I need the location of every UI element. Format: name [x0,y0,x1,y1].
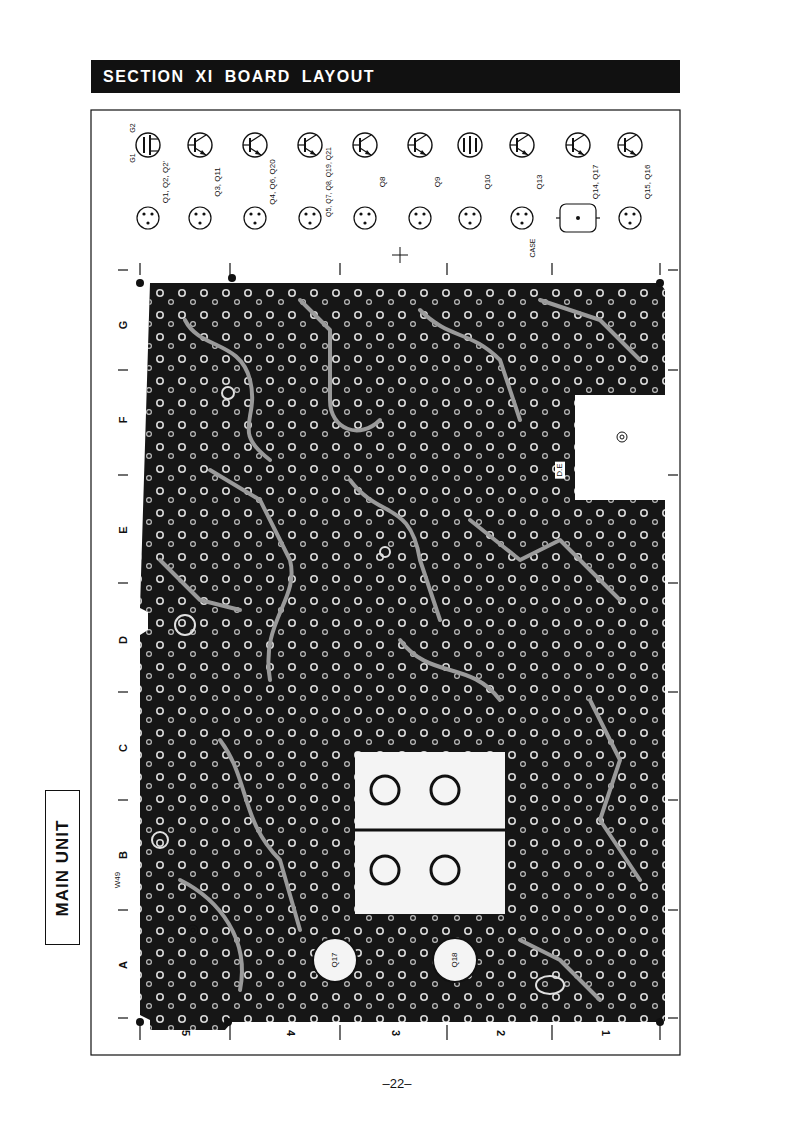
section-title: SECTION XI BOARD LAYOUT [91,60,680,93]
part-name: D.E [555,461,565,478]
transistor-name: Q8 [379,177,387,188]
page-number: –22– [383,1077,412,1090]
pin-name: CASE [529,238,536,257]
title-band: SECTION XI BOARD LAYOUT [91,60,680,93]
transistor-name: Q4, Q6, Q20 [269,159,277,204]
wire-name: W49 [114,872,122,888]
part-name: Q17 [331,952,339,967]
transistor-name: Q3, Q11 [214,167,222,197]
transistor-name: Q13 [536,174,544,189]
grid-letter: D [118,636,129,644]
grid-letter: A [118,961,129,969]
grid-letter: F [118,417,129,424]
transistor-name: Q15, Q16 [644,165,652,200]
transistor-name: Q14, Q17 [592,165,600,200]
transistor-name: Q5, Q7, Q8, Q19, Q21 [325,147,332,217]
transistor-name: Q10 [484,174,492,189]
pin-name: G1 [129,153,136,162]
grid-letter: C [118,744,129,752]
pin-name: G2 [129,123,136,132]
grid-number: 2 [495,1030,506,1036]
grid-number: 3 [390,1030,401,1036]
transistor-name: Q9 [434,177,442,188]
grid-number: 4 [285,1030,296,1036]
unit-label: MAIN UNIT [53,819,73,916]
grid-letter: G [118,321,129,330]
unit-label-box: MAIN UNIT [45,790,80,945]
grid-number: 1 [600,1030,611,1036]
part-name: Q18 [451,952,459,967]
grid-number: 5 [180,1030,191,1036]
grid-letter: E [118,526,129,533]
transistor-name: Q1, Q2, Q2' [162,161,170,203]
grid-letter: B [118,851,129,859]
